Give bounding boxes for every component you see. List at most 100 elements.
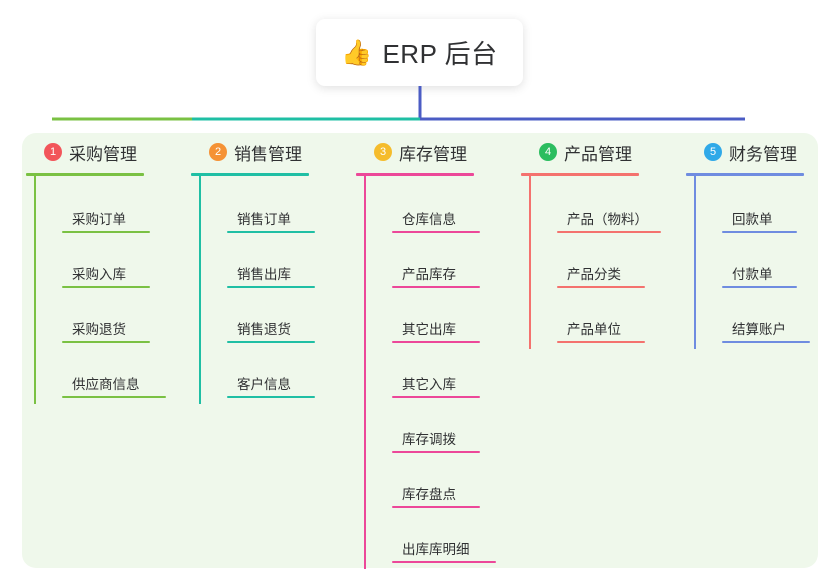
branch-title-2: 销售管理 [234, 144, 302, 164]
root-node-card[interactable]: 👍 ERP 后台 [316, 19, 523, 86]
branch-title-5: 财务管理 [729, 144, 797, 164]
list-item[interactable]: 产品（物料） [557, 183, 682, 238]
branch-column-3: 3 库存管理仓库信息产品库存其它出库其它入库库存调拨库存盘点出库库明细 [352, 133, 517, 569]
list-item[interactable]: 仓库信息 [392, 183, 517, 238]
branch-header-4[interactable]: 4 产品管理 [535, 133, 682, 171]
list-item-label: 供应商信息 [72, 377, 140, 392]
branch-header-5[interactable]: 5 财务管理 [700, 133, 839, 171]
list-item-label: 产品（物料） [567, 212, 648, 227]
list-item[interactable]: 付款单 [722, 238, 839, 293]
list-item[interactable]: 采购退货 [62, 293, 187, 348]
list-item-underline [557, 231, 661, 233]
list-item[interactable]: 出库库明细 [392, 513, 517, 568]
list-item-underline [557, 341, 645, 343]
list-item-underline [227, 286, 315, 288]
branch-column-2: 2 销售管理销售订单销售出库销售退货客户信息 [187, 133, 352, 568]
list-item[interactable]: 客户信息 [227, 348, 352, 403]
list-item-underline [722, 286, 797, 288]
list-item[interactable]: 销售订单 [227, 183, 352, 238]
branch-columns: 1 采购管理采购订单采购入库采购退货供应商信息 2 销售管理销售订单销售出库销售退货客… [22, 133, 818, 569]
list-item[interactable]: 销售退货 [227, 293, 352, 348]
branch-header-1[interactable]: 1 采购管理 [40, 133, 187, 171]
list-item[interactable]: 库存盘点 [392, 458, 517, 513]
list-item-label: 仓库信息 [402, 212, 456, 227]
list-item[interactable]: 产品库存 [392, 238, 517, 293]
branch-trunk-4 [529, 174, 531, 349]
branch-rule-2 [191, 173, 309, 176]
list-item-underline [227, 231, 315, 233]
branch-items-1: 采购订单采购入库采购退货供应商信息 [40, 183, 187, 403]
root-node-title: ERP 后台 [382, 39, 498, 69]
list-item-label: 结算账户 [732, 322, 786, 337]
list-item-label: 采购入库 [72, 267, 126, 282]
list-item-underline [62, 341, 150, 343]
list-item[interactable]: 结算账户 [722, 293, 839, 348]
branch-items-5: 回款单付款单结算账户 [700, 183, 839, 348]
branch-header-3[interactable]: 3 库存管理 [370, 133, 517, 171]
list-item[interactable]: 回款单 [722, 183, 839, 238]
list-item[interactable]: 采购入库 [62, 238, 187, 293]
branches-panel [22, 133, 818, 568]
list-item-underline [392, 506, 480, 508]
list-item-underline [392, 286, 480, 288]
branch-rule-1 [26, 173, 144, 176]
list-item[interactable]: 供应商信息 [62, 348, 187, 403]
branch-header-2[interactable]: 2 销售管理 [205, 133, 352, 171]
branch-rule-4 [521, 173, 639, 176]
list-item-label: 销售退货 [237, 322, 291, 337]
list-item-label: 回款单 [732, 212, 773, 227]
list-item-underline [62, 286, 150, 288]
list-item[interactable]: 产品单位 [557, 293, 682, 348]
branch-badge-5: 5 [704, 143, 722, 161]
branch-items-2: 销售订单销售出库销售退货客户信息 [205, 183, 352, 403]
list-item-underline [392, 231, 480, 233]
branch-rule-3 [356, 173, 474, 176]
list-item-underline [392, 396, 480, 398]
branch-trunk-1 [34, 174, 36, 404]
branch-column-4: 4 产品管理产品（物料） 产品分类产品单位 [517, 133, 682, 568]
branch-column-1: 1 采购管理采购订单采购入库采购退货供应商信息 [22, 133, 187, 568]
branch-trunk-3 [364, 174, 366, 569]
branch-trunk-5 [694, 174, 696, 349]
list-item-label: 产品分类 [567, 267, 621, 282]
branch-badge-2: 2 [209, 143, 227, 161]
list-item[interactable]: 其它入库 [392, 348, 517, 403]
branch-trunk-2 [199, 174, 201, 404]
list-item-label: 付款单 [732, 267, 773, 282]
branch-items-4: 产品（物料） 产品分类产品单位 [535, 183, 682, 348]
list-item-underline [392, 451, 480, 453]
list-item-label: 销售出库 [237, 267, 291, 282]
branch-rule-5 [686, 173, 804, 176]
list-item-label: 客户信息 [237, 377, 291, 392]
list-item[interactable]: 销售出库 [227, 238, 352, 293]
list-item-underline [392, 561, 496, 563]
list-item-label: 库存盘点 [402, 487, 456, 502]
branch-badge-1: 1 [44, 143, 62, 161]
list-item-label: 库存调拨 [402, 432, 456, 447]
list-item-label: 采购退货 [72, 322, 126, 337]
list-item[interactable]: 采购订单 [62, 183, 187, 238]
list-item-underline [722, 231, 797, 233]
list-item-underline [227, 396, 315, 398]
list-item-label: 产品单位 [567, 322, 621, 337]
list-item-underline [62, 231, 150, 233]
branch-title-4: 产品管理 [564, 144, 632, 164]
list-item-underline [557, 286, 645, 288]
list-item-label: 销售订单 [237, 212, 291, 227]
branch-badge-3: 3 [374, 143, 392, 161]
branch-items-3: 仓库信息产品库存其它出库其它入库库存调拨库存盘点出库库明细 [370, 183, 517, 568]
branch-title-1: 采购管理 [69, 144, 137, 164]
list-item-label: 产品库存 [402, 267, 456, 282]
list-item[interactable]: 其它出库 [392, 293, 517, 348]
branch-title-3: 库存管理 [399, 144, 467, 164]
list-item-label: 采购订单 [72, 212, 126, 227]
list-item[interactable]: 产品分类 [557, 238, 682, 293]
list-item[interactable]: 库存调拨 [392, 403, 517, 458]
list-item-label: 出库库明细 [402, 542, 470, 557]
list-item-underline [392, 341, 480, 343]
branch-badge-4: 4 [539, 143, 557, 161]
list-item-underline [227, 341, 315, 343]
list-item-underline [722, 341, 810, 343]
list-item-label: 其它入库 [402, 377, 456, 392]
